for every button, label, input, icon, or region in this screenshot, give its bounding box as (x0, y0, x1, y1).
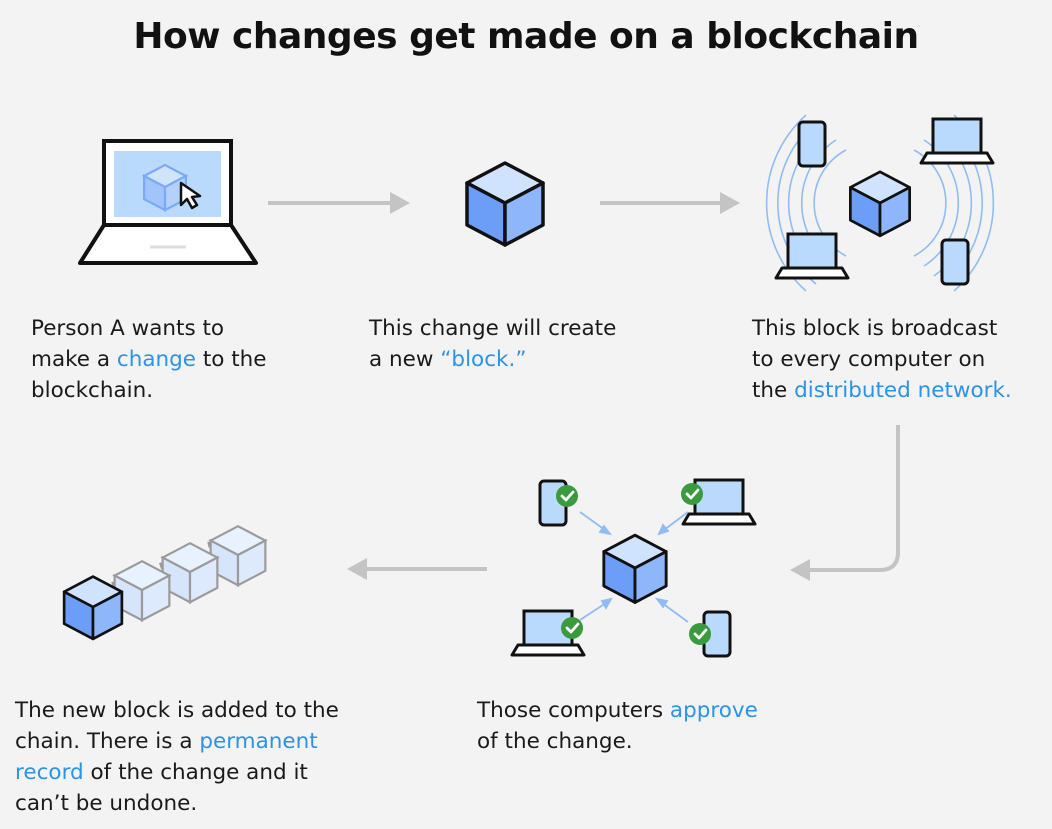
caption-text: This block is broadcast (752, 316, 998, 341)
broadcast-network-icon (765, 114, 995, 292)
arrow-right-1 (268, 192, 410, 214)
highlight-term: approve (669, 698, 758, 723)
step1-caption: Person A wants to make a change to the blo… (31, 313, 267, 406)
highlight-term: distributed network. (794, 378, 1012, 403)
step2-caption: This change will create a new “block.” (369, 313, 616, 375)
step5-caption: The new block is added to the chain. Ther… (15, 695, 339, 819)
check-icon (559, 615, 585, 641)
laptop-icon (78, 139, 258, 265)
caption-text: make a (31, 347, 117, 372)
approval-network-icon (510, 478, 757, 658)
caption-text: a new (369, 347, 441, 372)
caption-text: Those computers (477, 698, 670, 723)
caption-text: the (752, 378, 795, 403)
arrow-bend-down-left (790, 425, 900, 581)
highlight-term: “block.” (440, 347, 527, 372)
caption-text: of the change and it (83, 760, 308, 785)
caption-text: to every computer on (752, 347, 986, 372)
check-icon (679, 481, 705, 507)
caption-text: Person A wants to (31, 316, 225, 341)
caption-text: blockchain. (31, 378, 154, 403)
step4-caption: Those computers approve of the change. (477, 695, 758, 757)
caption-text: This change will create (369, 316, 617, 341)
diagram-title: How changes get made on a blockchain (133, 16, 919, 57)
highlight-term: record (15, 760, 84, 785)
block-cube-icon (465, 161, 545, 247)
check-icon (554, 483, 580, 509)
caption-text: of the change. (477, 729, 633, 754)
arrow-left (347, 558, 487, 580)
arrow-right-2 (600, 192, 740, 214)
caption-text: can’t be undone. (15, 791, 198, 816)
highlight-term: permanent (199, 729, 318, 754)
caption-text: to the (196, 347, 267, 372)
highlight-term: change (116, 347, 196, 372)
step3-caption: This block is broadcast to every computer… (752, 313, 1012, 406)
caption-text: The new block is added to the (15, 698, 339, 723)
caption-text: chain. There is a (15, 729, 200, 754)
check-icon (687, 621, 713, 647)
block-chain-icon (62, 525, 267, 641)
